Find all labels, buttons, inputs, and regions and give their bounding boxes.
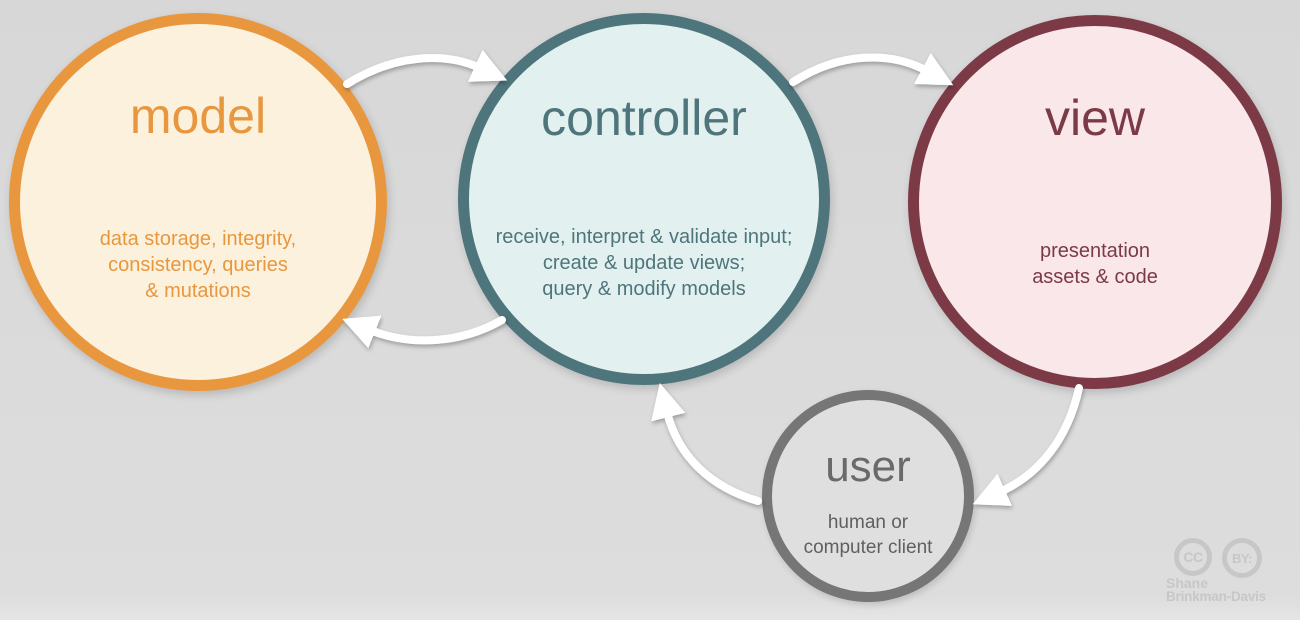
model-title: model (129, 88, 267, 144)
controller-description-line: create & update views; (542, 252, 746, 274)
cc-license-icon: CC (1174, 538, 1212, 576)
view-description-line: assets & code (1032, 266, 1158, 288)
model-description-line: consistency, queries (108, 254, 288, 276)
controller-description-line: receive, interpret & validate input; (495, 226, 793, 248)
user-description-line: human or (827, 512, 909, 533)
view-description-line: presentation (1039, 240, 1151, 262)
model-description: data storage, integrity, consistency, qu… (20, 226, 376, 304)
author-first-name: Shane (1166, 575, 1209, 591)
node-view-circle: view presentation assets & code (908, 15, 1282, 389)
arrow-controller-to-model (342, 315, 506, 349)
arrow-model-to-controller (343, 49, 508, 88)
controller-title: controller (541, 90, 747, 146)
controller-description-line: query & modify models (542, 278, 746, 300)
model-description-line: data storage, integrity, (99, 228, 297, 250)
controller-description: receive, interpret & validate input; cre… (469, 224, 819, 302)
view-title: view (1044, 90, 1146, 146)
user-description: human or computer client (772, 510, 964, 560)
by-label: BY: (1232, 550, 1252, 566)
author-credit: Shane Brinkman-Davis (1166, 576, 1266, 604)
cc-by-icon: BY: (1222, 538, 1262, 578)
user-description-line: computer client (803, 537, 933, 558)
arrow-controller-to-view (789, 53, 954, 86)
model-description-line: & mutations (145, 280, 251, 302)
arrow-user-to-controller (651, 382, 762, 505)
license-attribution: CC BY: Shane Brinkman-Davis (1166, 538, 1286, 608)
cc-label: CC (1183, 549, 1203, 565)
node-model-circle: model data storage, integrity, consisten… (9, 13, 387, 391)
user-title: user (825, 442, 911, 491)
author-last-name: Brinkman-Davis (1166, 589, 1266, 604)
node-user-circle: user human or computer client (762, 390, 974, 602)
arrow-view-to-user (972, 384, 1083, 506)
node-controller-circle: controller receive, interpret & validate… (458, 13, 830, 385)
view-description: presentation assets & code (919, 238, 1271, 290)
